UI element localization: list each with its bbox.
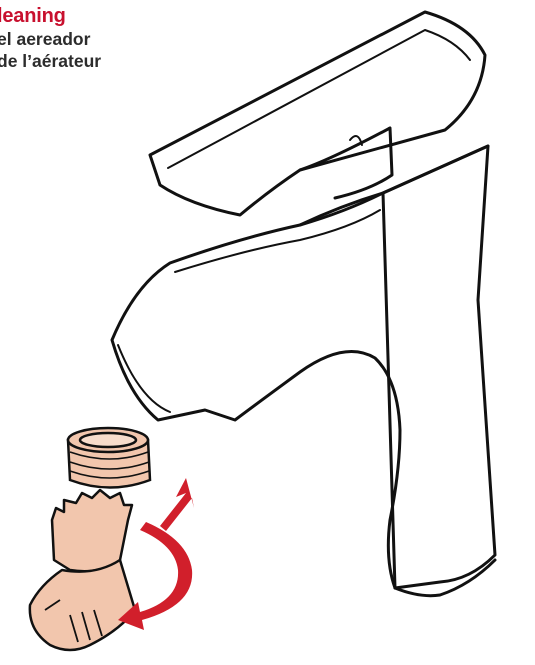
down-arrow-icon xyxy=(160,478,194,531)
rotate-arrow-icon xyxy=(118,522,192,630)
faucet-icon xyxy=(112,12,495,596)
aerator-icon xyxy=(68,428,150,488)
aerator-key-icon xyxy=(30,490,135,650)
